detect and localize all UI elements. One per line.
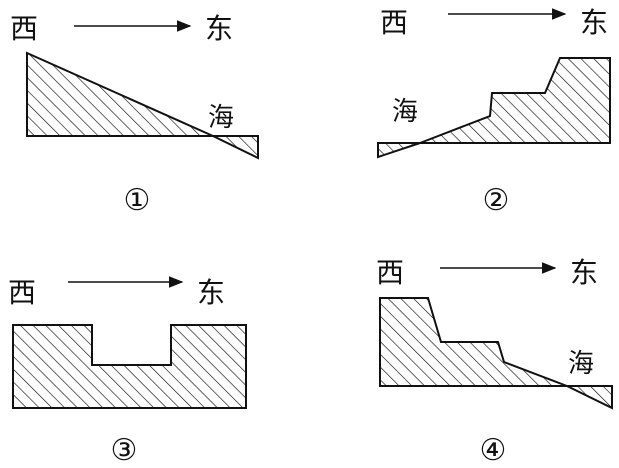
east-label: 东 — [570, 256, 598, 289]
panel-number: ③ — [111, 433, 138, 468]
land-profile — [419, 57, 611, 144]
sea-label: 海 — [208, 103, 234, 133]
land-profile — [12, 324, 247, 409]
west-label: 西 — [380, 6, 408, 39]
sea-label: 海 — [568, 349, 594, 379]
panel-number: ① — [124, 183, 151, 218]
panel-4: 西 东 海 ④ — [376, 256, 613, 468]
west-label: 西 — [10, 12, 38, 45]
sea-label: 海 — [392, 97, 418, 127]
panel-1: 西 东 海 ① — [10, 12, 259, 218]
sea-bed — [212, 135, 259, 160]
land-profile — [26, 51, 214, 137]
east-label: 东 — [197, 276, 225, 309]
east-label: 东 — [205, 12, 233, 45]
land-profile — [379, 297, 568, 387]
panel-number: ② — [483, 183, 510, 218]
panel-2: 西 东 海 ② — [377, 6, 611, 218]
west-label: 西 — [376, 256, 404, 289]
east-label: 东 — [580, 6, 608, 39]
panel-number: ④ — [480, 433, 507, 468]
west-label: 西 — [8, 276, 36, 309]
sea-bed — [566, 385, 613, 410]
sea-bed — [377, 142, 421, 159]
panel-3: 西 东 ③ — [8, 276, 247, 468]
